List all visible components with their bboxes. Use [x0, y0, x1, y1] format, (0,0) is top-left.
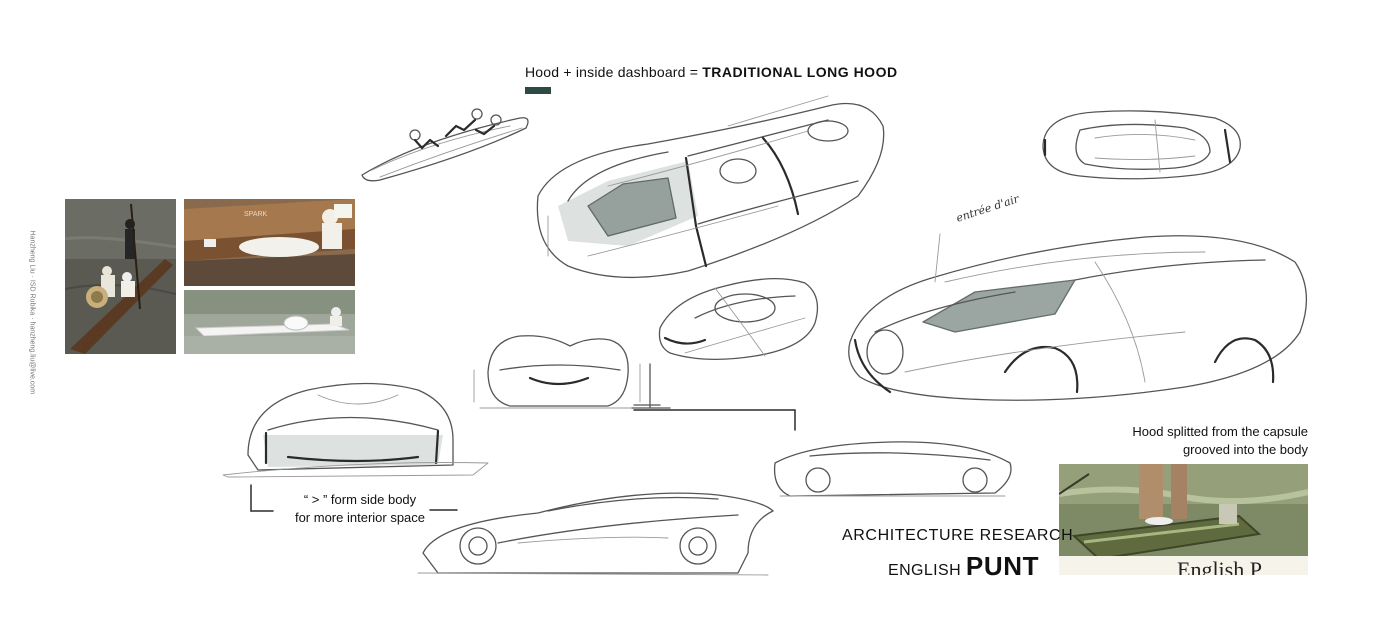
page-title: Hood + inside dashboard = TRADITIONAL LO… [525, 64, 898, 80]
side-view-car-sketch [417, 492, 774, 576]
title-prefix: Hood + inside dashboard = [525, 64, 703, 80]
english-punt-heading: ENGLISH PUNT [888, 551, 1039, 582]
capsule-note: Hood splitted from the capsule grooved i… [1080, 423, 1308, 459]
punt-sketch [361, 108, 529, 182]
punt-illustration: English P [1059, 464, 1308, 575]
form-side-note: “ > ” form side body for more interior s… [270, 491, 450, 527]
form-side-line-1: “ > ” form side body [303, 492, 417, 507]
punt-label: PUNT [965, 551, 1040, 581]
english-label: ENGLISH [888, 562, 962, 579]
title-bold: TRADITIONAL LONG HOOD [702, 64, 898, 80]
speedboat-photo-art [184, 290, 355, 354]
speedboat-photo [184, 290, 355, 354]
form-side-bracket [250, 484, 458, 512]
low-side-car-sketch [773, 441, 1012, 497]
air-intake-annotation: entrée d'air [954, 192, 1021, 225]
punt-pole-photo [65, 199, 176, 354]
long-hood-car-sketch [536, 95, 885, 279]
punt-illustration-lettering: English P [1177, 557, 1262, 575]
rear-view-sketch [222, 382, 489, 478]
large-car-sketch [848, 233, 1308, 401]
top-view-car-sketch [1042, 110, 1241, 180]
vertical-credit: Hanzheng Liu · ISD Rubika · hanzheng.liu… [28, 230, 36, 395]
capsule-line-2: grooved into the body [1182, 442, 1308, 457]
coupe-sketch [658, 278, 819, 361]
title-accent-bar [525, 87, 551, 94]
punt-pole-photo-art [65, 199, 176, 354]
form-side-line-2: for more interior space [294, 510, 426, 525]
capsule-line-1: Hood splitted from the capsule [1132, 424, 1308, 439]
punt-illustration-art: English P [1059, 464, 1308, 575]
architecture-research-heading: ARCHITECTURE RESEARCH [842, 527, 1074, 544]
front-view-sketch [473, 335, 796, 431]
punt-passengers-photo-art: SPARK [184, 199, 355, 286]
boat-lettering: SPARK [244, 211, 268, 218]
punt-passengers-photo: SPARK [184, 199, 355, 286]
